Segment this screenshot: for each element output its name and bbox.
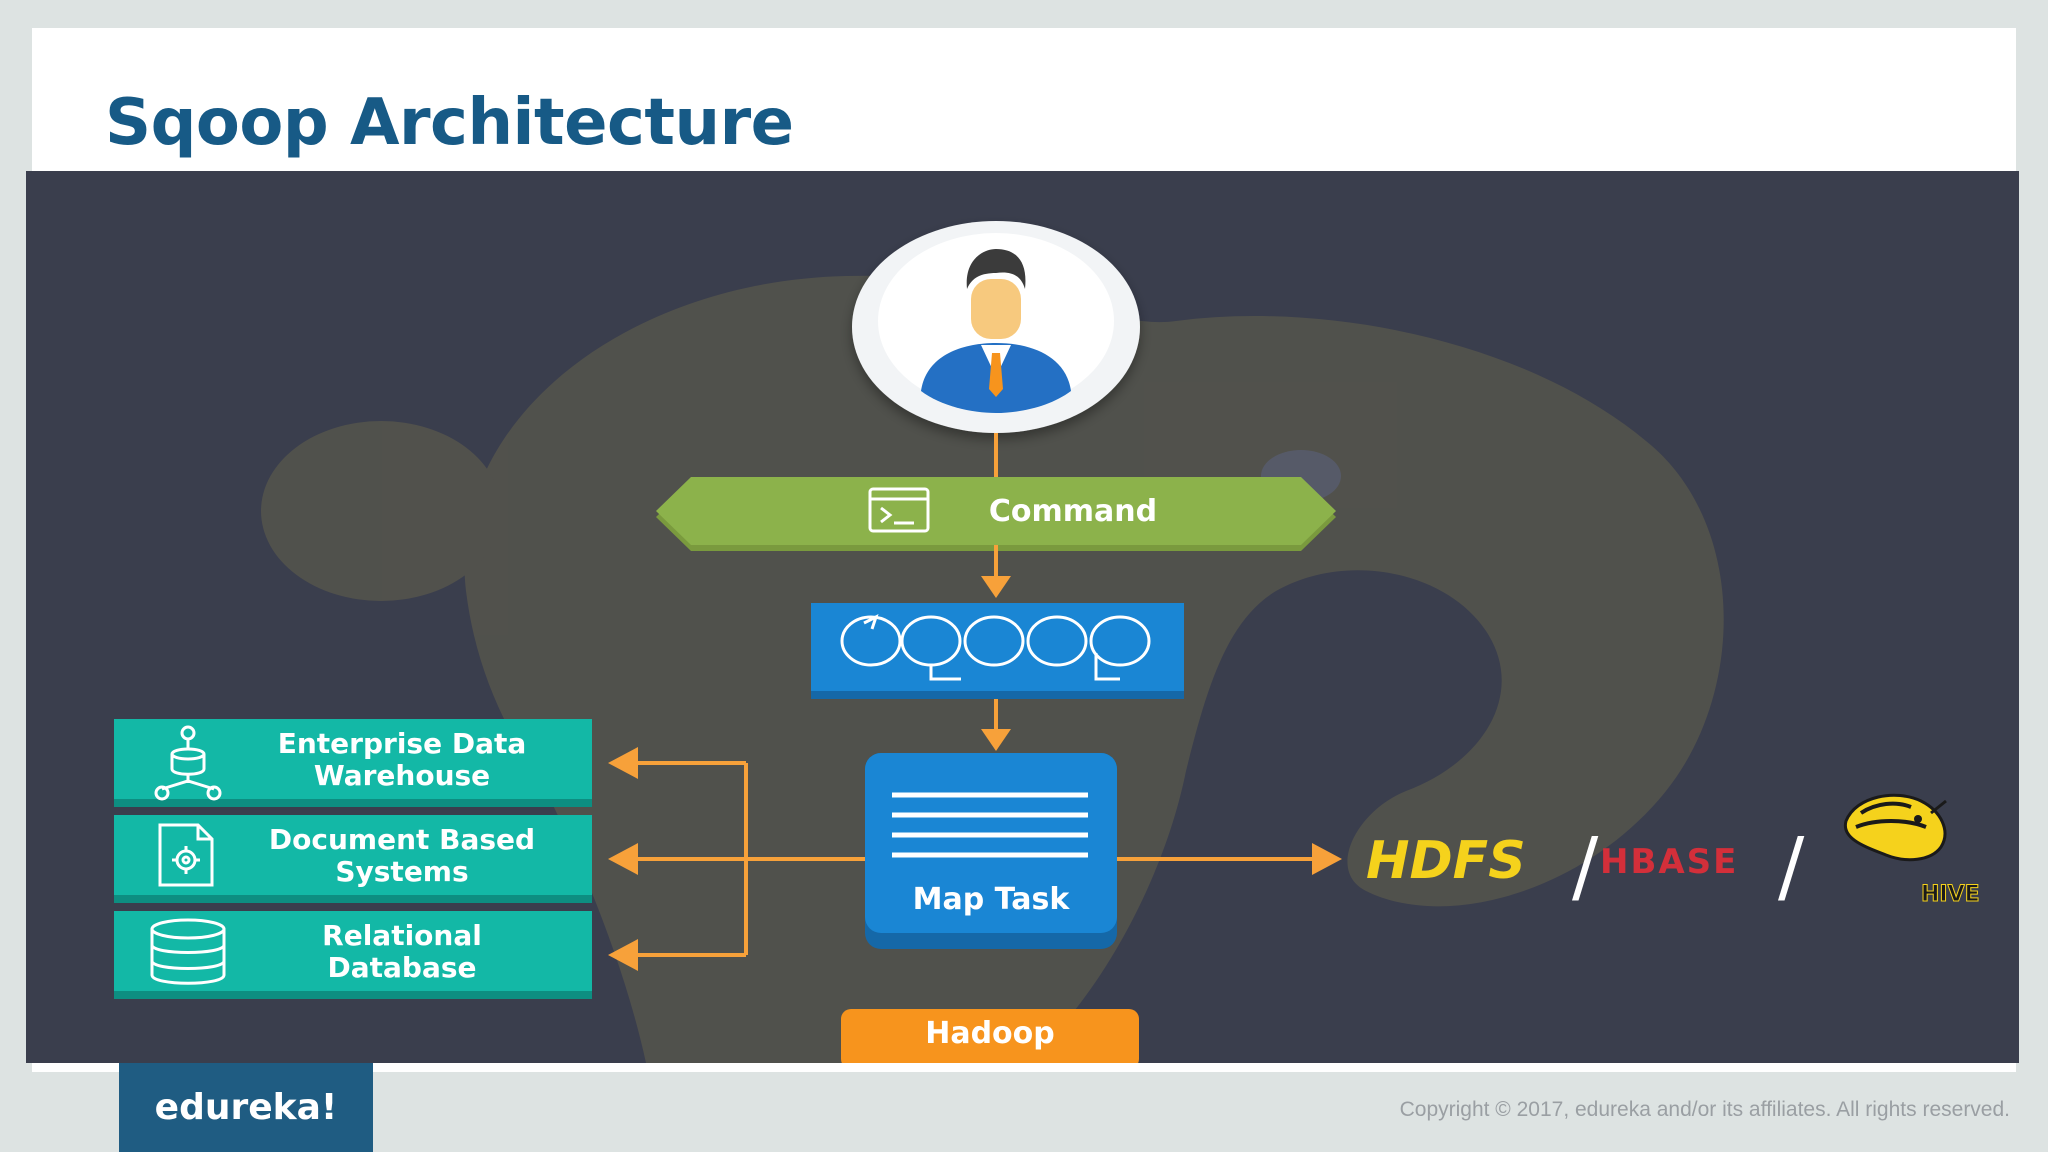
- diagram-panel: Command sqoop: [26, 171, 2019, 1063]
- source-line1: Document Based: [269, 823, 535, 856]
- command-label: Command: [989, 494, 1157, 529]
- source-line1: Enterprise Data: [278, 727, 527, 760]
- hdfs-logo: HDFS: [1366, 831, 1526, 891]
- map-task-box: Map Task: [865, 753, 1117, 949]
- copyright-text: Copyright © 2017, edureka and/or its aff…: [1399, 1098, 2010, 1121]
- page-title: Sqoop Architecture: [105, 86, 794, 160]
- source-line2: Database: [327, 951, 476, 984]
- command-box: Command: [656, 477, 1336, 551]
- arrow-head: [981, 729, 1011, 751]
- database-icon: [150, 918, 226, 985]
- architecture-diagram: Command sqoop: [114, 221, 1980, 1063]
- source-relational-database: Relational Database: [114, 911, 592, 999]
- source-line2: Systems: [335, 855, 468, 888]
- logo-text: edureka!: [154, 1087, 338, 1128]
- hadoop-label: Hadoop: [925, 1016, 1055, 1051]
- hadoop-tab: Hadoop: [841, 1009, 1139, 1063]
- arrow-head: [981, 576, 1011, 598]
- hive-logo-text: HIVE: [1921, 882, 1980, 907]
- source-enterprise-data-warehouse: Enterprise Data Warehouse: [114, 719, 592, 807]
- edureka-logo: edureka!: [119, 1063, 373, 1152]
- separator: /: [1572, 822, 1599, 912]
- targets: HDFS / HBASE / HIVE: [1366, 793, 1980, 912]
- separator: /: [1778, 822, 1805, 912]
- data-warehouse-icon: [154, 725, 222, 801]
- arrow-heads: [608, 747, 1342, 971]
- sqoop-box: sqoop: [811, 603, 1184, 699]
- source-document-based-systems: Document Based Systems: [114, 815, 592, 903]
- user-icon: [921, 249, 1071, 413]
- document-gear-icon: [158, 823, 214, 887]
- source-line2: Warehouse: [314, 759, 490, 792]
- source-line1: Relational: [322, 919, 482, 952]
- terminal-icon: [868, 487, 930, 533]
- user-avatar: [852, 221, 1140, 433]
- sqoop-logo: [840, 614, 1151, 681]
- hbase-logo: HBASE: [1600, 842, 1738, 882]
- lines-icon: [892, 792, 1088, 858]
- output-connectors: [636, 761, 1316, 957]
- map-task-label: Map Task: [913, 882, 1071, 917]
- hive-bee-icon: [1843, 793, 1947, 862]
